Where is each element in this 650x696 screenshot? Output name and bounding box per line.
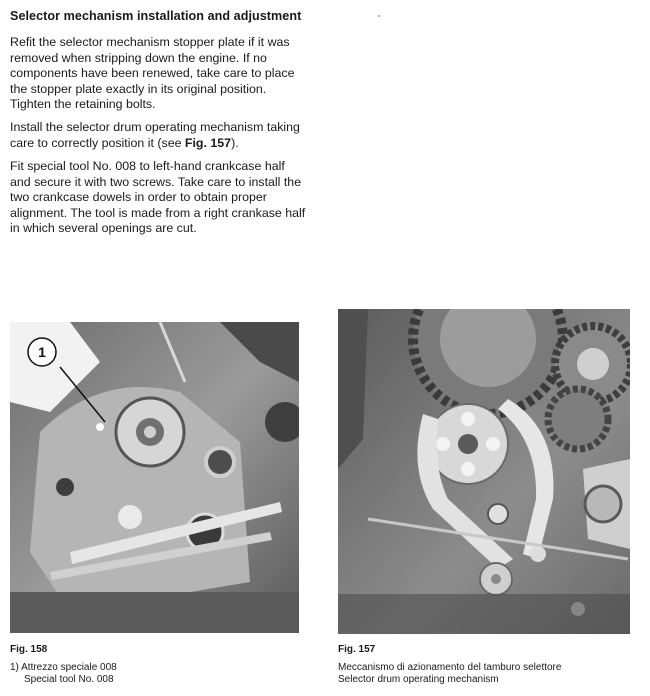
figure-158-photo: 1 <box>10 322 299 633</box>
fig-157-label: Fig. 157 <box>338 644 376 655</box>
figure-157-photo <box>338 309 630 634</box>
fig-157-caption-italian: Meccanismo di azionamento del tamburo se… <box>338 662 562 673</box>
paragraph-special-tool: Fit special tool No. 008 to left-hand cr… <box>10 159 306 236</box>
fig-158-caption-english: Special tool No. 008 <box>24 674 114 685</box>
paragraph-selector-drum: Install the selector drum operating mech… <box>10 120 306 151</box>
paragraph-stopper-plate: Refit the selector mechanism stopper pla… <box>10 35 295 112</box>
speck <box>378 15 380 17</box>
paragraph-selector-drum-text: Install the selector drum operating mech… <box>10 120 300 150</box>
callout-1: 1 <box>38 344 46 360</box>
paragraph-selector-drum-end: ). <box>231 135 239 150</box>
fig-158-label: Fig. 158 <box>10 644 48 655</box>
fig-158-caption-italian: 1) Attrezzo speciale 008 <box>10 662 117 673</box>
section-title: Selector mechanism installation and adju… <box>10 9 302 23</box>
fig-157-caption-english: Selector drum operating mechanism <box>338 674 499 685</box>
fig-157-reference: Fig. 157 <box>184 135 232 150</box>
